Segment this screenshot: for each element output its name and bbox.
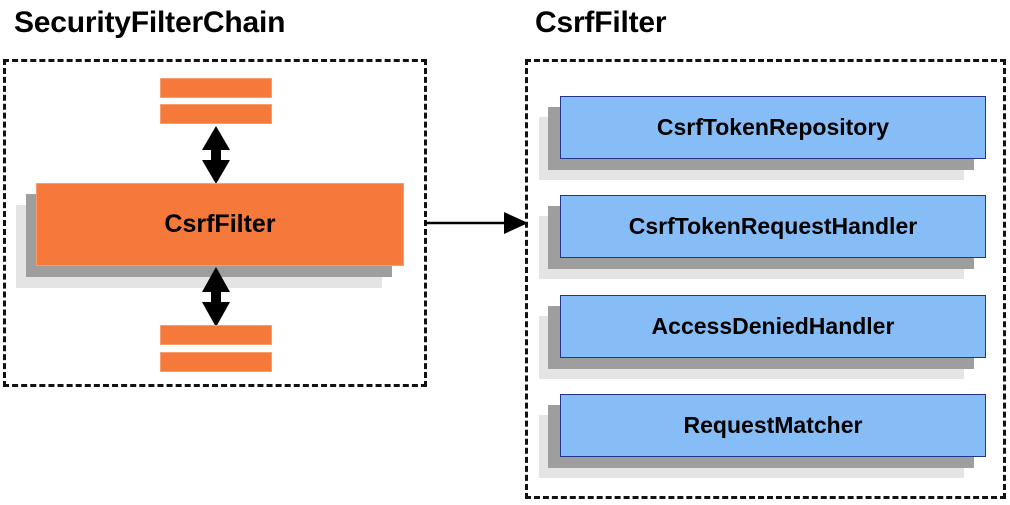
page-title-security-filter-chain: SecurityFilterChain — [14, 6, 286, 39]
component-csrf-filter[interactable]: CsrfFilter — [16, 183, 404, 288]
dependency-label: RequestMatcher — [683, 412, 863, 438]
card-face: CsrfFilter — [36, 183, 404, 266]
dependency-label: CsrfTokenRequestHandler — [628, 213, 918, 239]
component-label: CsrfFilter — [164, 210, 276, 238]
dependency-card-access-denied-handler[interactable]: AccessDeniedHandler — [539, 295, 986, 379]
filter-bar-upper-2 — [160, 104, 272, 124]
chain-link-arrow-lower — [202, 267, 230, 327]
chain-link-arrow-upper — [202, 126, 230, 184]
dependency-label: AccessDeniedHandler — [651, 313, 895, 339]
dependency-label: CsrfTokenRepository — [656, 114, 890, 140]
card-face: AccessDeniedHandler — [560, 295, 986, 358]
card-face: CsrfTokenRequestHandler — [560, 195, 986, 258]
expand-arrow-icon — [424, 212, 528, 234]
dependency-card-request-matcher[interactable]: RequestMatcher — [539, 394, 986, 478]
page-title-csrf-filter: CsrfFilter — [535, 6, 667, 39]
filter-bar-upper-1 — [160, 78, 272, 98]
panel-csrf-filter-detail — [525, 59, 1006, 499]
card-face: RequestMatcher — [560, 394, 986, 457]
card-face: CsrfTokenRepository — [560, 96, 986, 159]
dependency-card-csrf-token-request-handler[interactable]: CsrfTokenRequestHandler — [539, 195, 986, 279]
filter-bar-lower-1 — [160, 325, 272, 345]
dependency-card-csrf-token-repository[interactable]: CsrfTokenRepository — [539, 96, 986, 180]
filter-bar-lower-2 — [160, 352, 272, 372]
